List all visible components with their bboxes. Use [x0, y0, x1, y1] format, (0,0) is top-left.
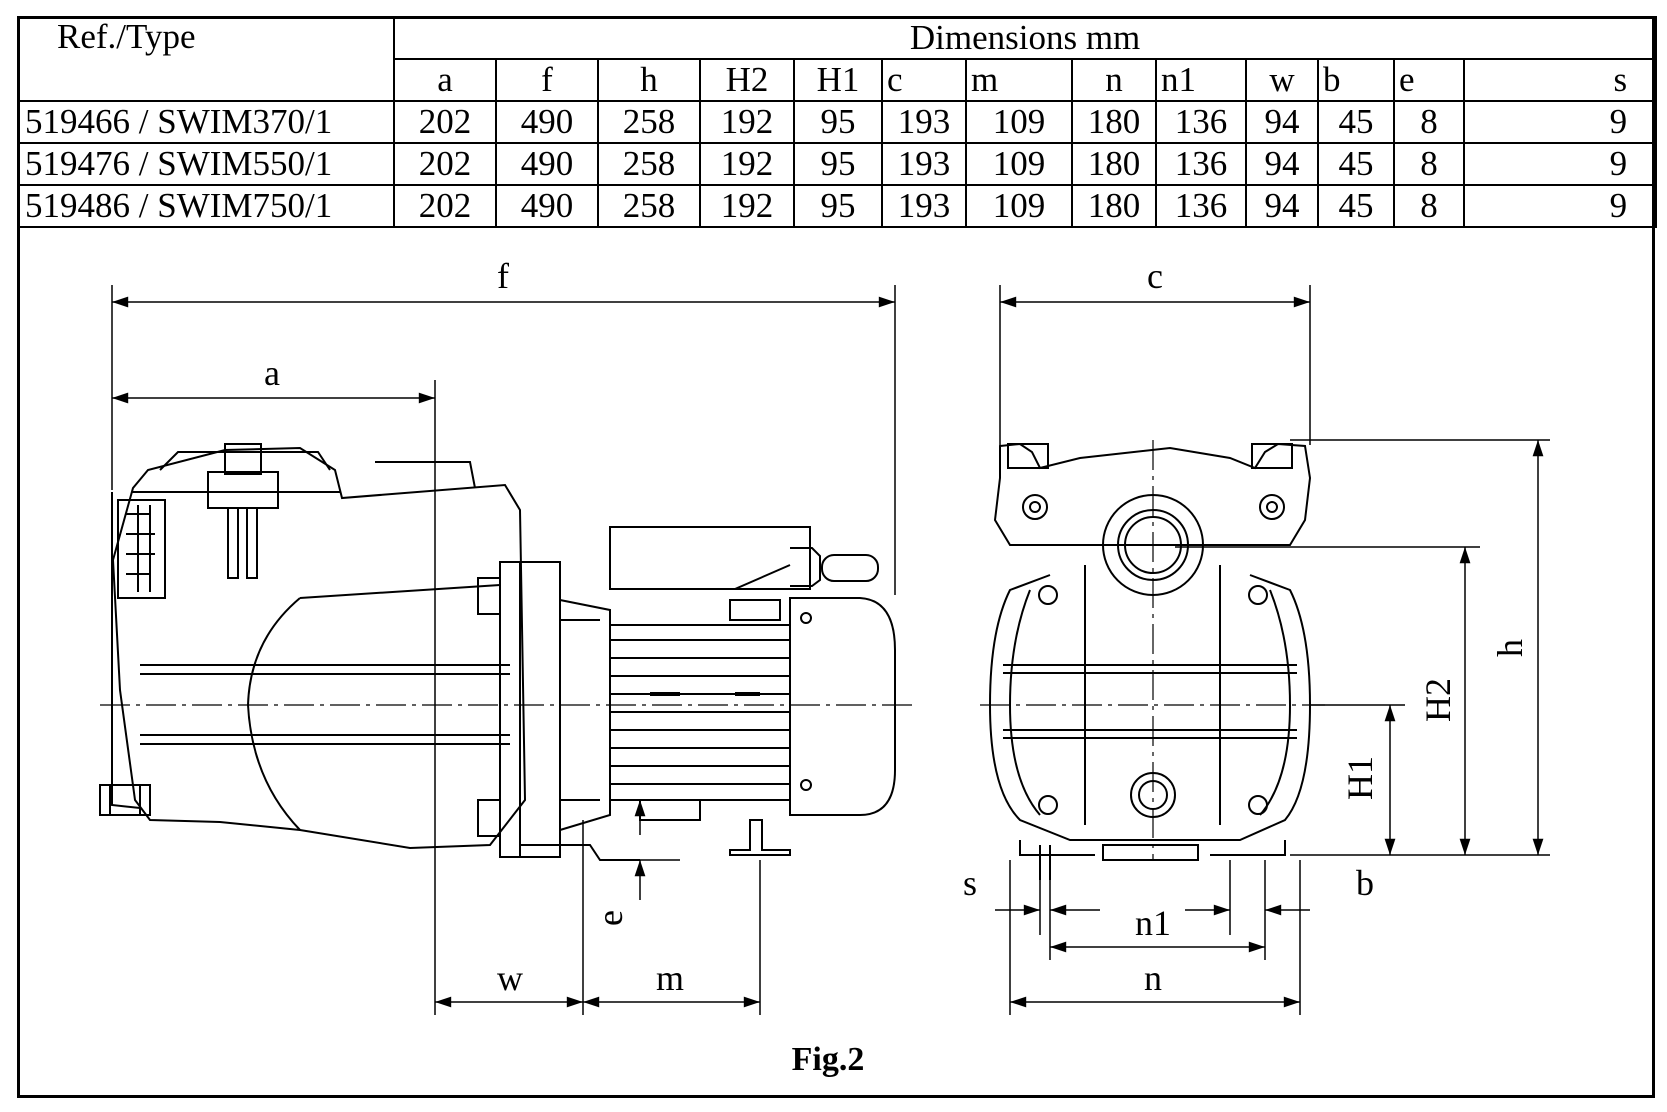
value-cell: 192: [699, 184, 795, 228]
table-row: 519486 / SWIM750/1 202 490 258 192 95 19…: [17, 184, 1658, 228]
pump-front-view: [988, 442, 1312, 880]
value-cell: 180: [1071, 142, 1157, 186]
value-cell: 192: [699, 100, 795, 144]
column-header: a: [393, 58, 497, 102]
value-cell: 180: [1071, 100, 1157, 144]
value-cell: 9: [1462, 142, 1658, 186]
value-cell: 180: [1071, 184, 1157, 228]
dim-label-n1: n1: [1135, 903, 1171, 943]
ref-type-header: Ref./Type: [17, 16, 395, 102]
value-cell: 8: [1393, 184, 1465, 228]
dim-label-h: h: [1490, 639, 1530, 657]
value-cell: 193: [881, 142, 967, 186]
dimension-lines: [111, 285, 1550, 1015]
column-header: s: [1462, 58, 1658, 102]
table-column-row: a f h H2 H1 c m n n1 w b e s: [18, 58, 1658, 102]
value-cell: 193: [881, 100, 967, 144]
value-cell: 202: [393, 142, 497, 186]
value-cell: 8: [1393, 100, 1465, 144]
column-header: w: [1245, 58, 1319, 102]
figure-caption: Fig.2: [792, 1041, 865, 1078]
value-cell: 9: [1462, 100, 1658, 144]
value-cell: 258: [597, 184, 701, 228]
value-cell: 109: [965, 184, 1073, 228]
dim-label-s: s: [963, 863, 977, 903]
value-cell: 192: [699, 142, 795, 186]
dim-label-w: w: [497, 958, 523, 998]
dim-label-e: e: [590, 910, 630, 926]
model-cell: 519476 / SWIM550/1: [17, 142, 395, 186]
value-cell: 490: [495, 184, 599, 228]
column-header: b: [1317, 58, 1395, 102]
value-cell: 95: [793, 142, 883, 186]
column-header: n1: [1155, 58, 1247, 102]
dim-label-a: a: [264, 353, 280, 393]
value-cell: 9: [1462, 184, 1658, 228]
value-cell: 95: [793, 100, 883, 144]
model-cell: 519466 / SWIM370/1: [17, 100, 395, 144]
value-cell: 136: [1155, 100, 1247, 144]
pump-side-view: [99, 443, 896, 861]
value-cell: 258: [597, 142, 701, 186]
table-header-row: Ref./Type Dimensions mm: [17, 16, 1658, 102]
column-header: f: [495, 58, 599, 102]
model-cell: 519486 / SWIM750/1: [17, 184, 395, 228]
value-cell: 490: [495, 100, 599, 144]
column-header: H2: [699, 58, 795, 102]
dim-label-H1: H1: [1340, 756, 1380, 800]
dim-label-n: n: [1144, 958, 1162, 998]
value-cell: 45: [1317, 142, 1395, 186]
value-cell: 109: [965, 100, 1073, 144]
value-cell: 8: [1393, 142, 1465, 186]
value-cell: 193: [881, 184, 967, 228]
value-cell: 45: [1317, 184, 1395, 228]
value-cell: 136: [1155, 142, 1247, 186]
dim-label-H2: H2: [1418, 678, 1458, 722]
column-header: n: [1071, 58, 1157, 102]
dim-label-f: f: [497, 256, 509, 296]
value-cell: 490: [495, 142, 599, 186]
value-cell: 94: [1245, 100, 1319, 144]
dim-label-m: m: [656, 958, 684, 998]
dimensions-header: Dimensions mm: [392, 16, 1658, 60]
value-cell: 109: [965, 142, 1073, 186]
value-cell: 258: [597, 100, 701, 144]
column-header: h: [597, 58, 701, 102]
value-cell: 94: [1245, 142, 1319, 186]
value-cell: 95: [793, 184, 883, 228]
column-header: c: [881, 58, 967, 102]
value-cell: 45: [1317, 100, 1395, 144]
value-cell: 202: [393, 184, 497, 228]
column-header: e: [1393, 58, 1465, 102]
dim-label-c: c: [1147, 256, 1163, 296]
table-row: 519466 / SWIM370/1 202 490 258 192 95 19…: [17, 100, 1658, 144]
column-header: m: [965, 58, 1073, 102]
table-row: 519476 / SWIM550/1 202 490 258 192 95 19…: [17, 142, 1658, 186]
value-cell: 94: [1245, 184, 1319, 228]
column-header: H1: [793, 58, 883, 102]
value-cell: 202: [393, 100, 497, 144]
value-cell: 136: [1155, 184, 1247, 228]
dim-label-b: b: [1356, 863, 1374, 903]
dimensions-table: Ref./Type Dimensions mm a f h H2 H1 c m …: [17, 16, 1658, 228]
